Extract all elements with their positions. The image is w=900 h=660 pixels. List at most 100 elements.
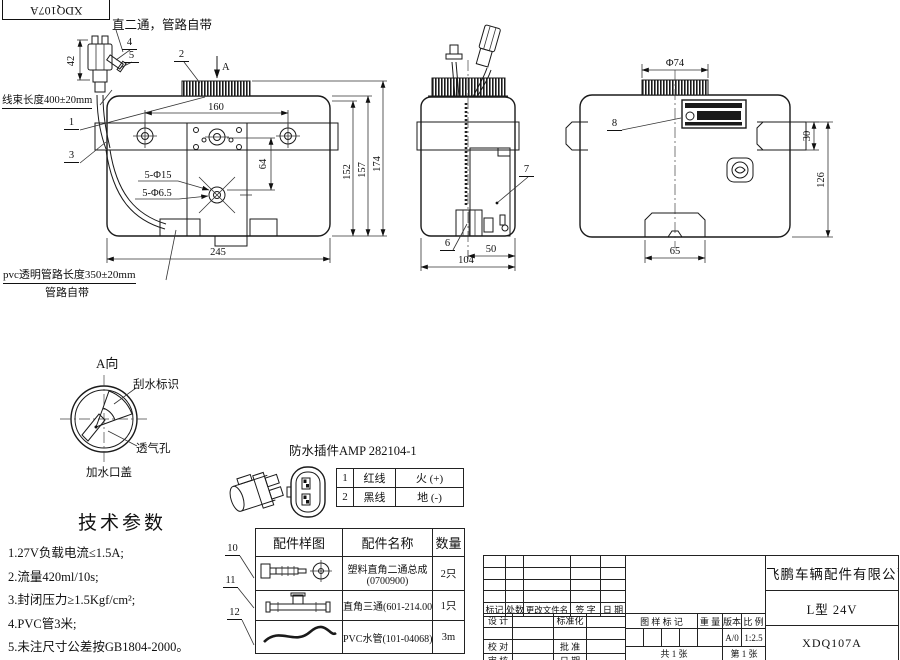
tech-params: 技术参数 1.27V负载电流≤1.5A; 2.流量420ml/10s; 3.封闭… <box>8 508 236 660</box>
empty-cell <box>483 579 506 591</box>
empty-cell <box>679 628 698 647</box>
part-qty: 1只 <box>432 590 465 621</box>
harness-length-note: 线束长度400±20mm <box>2 92 93 109</box>
sign-label-approve: 批 准 <box>553 639 587 654</box>
table-header-row: 图 样 标 记 重 量 版本 比 例 <box>625 613 767 629</box>
empty-cell <box>523 590 571 603</box>
sheet-code-rotated: XDQ107A <box>29 4 83 18</box>
revision-table: 标记 处数 更改文件名 签 字 日 期 <box>483 555 626 617</box>
dim-157-label: 157 <box>357 162 368 178</box>
callout-2: 2 <box>174 49 189 62</box>
callout-1: 1 <box>64 117 79 130</box>
empty-cell <box>570 567 601 580</box>
part-sample-tube-icon <box>255 620 343 654</box>
wiper-mark-label: 刮水标识 <box>133 379 179 391</box>
dim-126: 126 <box>792 121 833 238</box>
table-row: 2 黑线 地 (-) <box>336 487 464 507</box>
view-a <box>60 375 148 463</box>
sign-label-check: 校 对 <box>483 639 513 654</box>
empty-cell <box>570 590 601 603</box>
pin-no: 1 <box>336 468 354 488</box>
empty-cell <box>512 639 554 654</box>
dim-245: 245 <box>106 238 331 263</box>
mount-hole-center <box>205 128 229 146</box>
empty-cell <box>643 628 662 647</box>
bottom-tab <box>644 212 706 238</box>
empty-cell <box>483 590 506 603</box>
outlet-hole <box>198 176 252 214</box>
empty-cell <box>505 579 524 591</box>
empty-cell <box>586 627 626 640</box>
tech-param-item: 4.PVC管3米; <box>8 616 77 631</box>
tech-param-item: 5.未注尺寸公差按GB1804-2000。 <box>8 640 189 654</box>
part-sample-tee-icon <box>255 590 343 621</box>
waterproof-connector-title: 防水插件AMP 282104-1 <box>289 444 417 458</box>
pin-wire: 黑线 <box>353 487 396 507</box>
amp-connector-detail <box>229 466 326 518</box>
straight-union-fitting <box>106 54 127 73</box>
empty-cell <box>586 613 626 628</box>
dim-65-label: 65 <box>670 246 681 257</box>
adjacent-sheet-code-box: XDQ107A <box>2 0 110 20</box>
model-name: L型 24V <box>765 590 899 626</box>
dim-50-label: 50 <box>486 244 497 255</box>
empty-cell <box>505 590 524 603</box>
pvc-note-line2: 管路自带 <box>45 287 89 299</box>
empty-cell <box>512 613 554 628</box>
tech-param-item: 3.封闭压力≥1.5Kgf/cm²; <box>8 593 136 607</box>
callout-6: 6 <box>440 238 455 251</box>
table-row: PVC水管(101-04068) 3m <box>255 620 465 654</box>
callout-7: 7 <box>519 164 534 177</box>
dim-160-label: 160 <box>208 102 224 113</box>
dim-50: 50 <box>467 238 516 271</box>
empty-cell <box>625 628 644 647</box>
company-name: 飞鹏车辆配件有限公司 <box>765 555 899 591</box>
pump-chamber <box>469 147 511 237</box>
version-value: A/0 <box>722 628 742 647</box>
holes-65-label: 5-Φ6.5 <box>142 188 172 199</box>
dim-65: 65 <box>644 240 706 263</box>
table-row: 1 红线 火 (+) <box>336 468 464 488</box>
part-name: PVC水管(101-04068) <box>342 620 433 654</box>
empty-cell <box>483 567 506 580</box>
callout-10: 10 <box>225 543 240 556</box>
table-header-row: 配件样图 配件名称 数量 <box>255 528 465 557</box>
filler-cap-front <box>181 80 251 97</box>
view-a-title: A向 <box>96 356 119 371</box>
empty-cell <box>523 567 571 580</box>
dim-42-label: 42 <box>66 56 77 67</box>
pump-motor <box>455 209 483 237</box>
empty-cell <box>570 555 601 568</box>
tech-param-item: 2.流量420ml/10s; <box>8 569 99 584</box>
part-name: 直角三通(601-214.00) <box>342 590 433 621</box>
brand-emblem <box>726 157 754 183</box>
dim-104-label: 104 <box>458 255 475 266</box>
pin-no: 2 <box>336 487 354 507</box>
stamp-header-mark: 图 样 标 记 <box>625 613 698 629</box>
scale-value: 1:2.5 <box>740 628 767 647</box>
nameplate-sticker <box>681 99 747 129</box>
sign-label-standard: 标准化 <box>553 613 587 628</box>
tech-param-item: 1.27V负载电流≤1.5A; <box>8 546 124 560</box>
filler-cap-label: 加水口盖 <box>86 467 132 479</box>
sheet-page: 第 1 张 <box>721 646 767 660</box>
pin-wire: 红线 <box>353 468 396 488</box>
empty-cell <box>697 628 723 647</box>
sign-label-audit: 审 核 <box>483 653 513 660</box>
empty-cell <box>661 628 680 647</box>
table-row: 直角三通(601-214.00) 1只 <box>255 590 465 621</box>
pin-role: 地 (-) <box>395 487 464 507</box>
empty-cell <box>505 567 524 580</box>
harness-connector <box>87 35 127 93</box>
company-table: 飞鹏车辆配件有限公司 L型 24V XDQ107A <box>765 555 899 660</box>
table-row: 塑料直角二通总成 (0700900) 2只 <box>255 556 465 591</box>
callout-11: 11 <box>223 575 238 588</box>
pvc-length-note: pvc透明管路长度350±20mm <box>3 266 136 284</box>
dim-104: 104 <box>420 238 516 271</box>
vent-hole-label: 透气孔 <box>136 443 171 455</box>
dim-30: 30 <box>802 121 819 151</box>
wire-pin-table: 1 红线 火 (+) 2 黑线 地 (-) <box>336 468 464 507</box>
lug-left <box>565 121 588 151</box>
part-sample-elbow-icon <box>255 556 343 591</box>
